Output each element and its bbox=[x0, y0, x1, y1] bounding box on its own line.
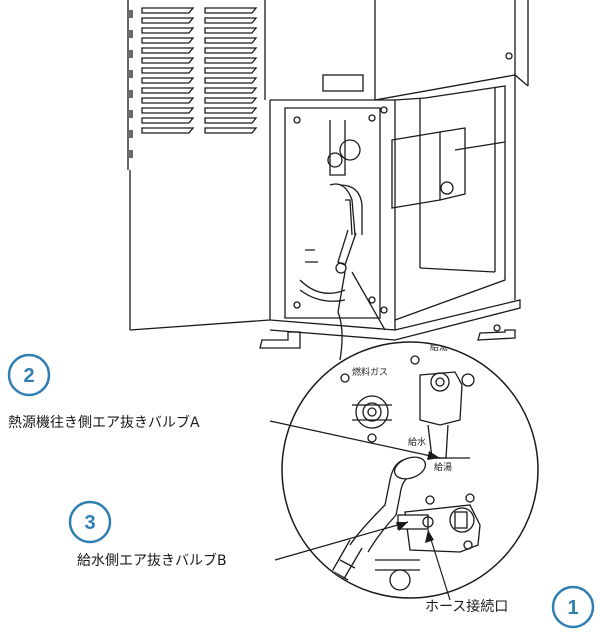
leader-valve-b bbox=[274, 521, 409, 561]
badge-2-number: 2 bbox=[23, 365, 34, 387]
louver-panel bbox=[127, 0, 266, 170]
arrow-hose-port bbox=[425, 530, 434, 543]
louver-slat bbox=[204, 57, 258, 64]
leader-valve-a bbox=[269, 420, 441, 459]
louver-slat bbox=[141, 37, 195, 44]
louver-slat bbox=[204, 47, 258, 54]
badge-1-number: 1 bbox=[567, 597, 578, 619]
louver-slat bbox=[141, 87, 195, 94]
label-valve-b: 給水側エア抜きバルブB bbox=[77, 552, 227, 569]
louver-slat bbox=[141, 27, 195, 34]
cabinet-body bbox=[129, 0, 529, 349]
upper-piping bbox=[299, 120, 363, 302]
magnified-view: 燃料ガス 給湯 給水 給湯 bbox=[281, 341, 539, 599]
louver-slat bbox=[141, 17, 195, 24]
leader-hose-port bbox=[427, 529, 451, 601]
louver-slat bbox=[141, 77, 195, 84]
marking-water-top: 給湯 bbox=[430, 341, 448, 353]
louver-slat bbox=[204, 7, 258, 14]
louver-slat bbox=[204, 107, 258, 114]
badge-3-number: 3 bbox=[84, 512, 95, 534]
label-hose-port: ホース接続口 bbox=[425, 598, 508, 615]
louver-slat bbox=[204, 27, 258, 34]
louver-slat bbox=[141, 127, 195, 134]
louver-slat bbox=[204, 117, 258, 124]
louver-slat bbox=[204, 97, 258, 104]
marking-water-lower: 給湯 bbox=[434, 461, 452, 473]
louver-slat bbox=[204, 77, 258, 84]
louver-slat bbox=[141, 107, 195, 114]
louver-slat bbox=[204, 87, 258, 94]
louver-slat bbox=[204, 67, 258, 74]
louver-slat bbox=[141, 47, 195, 54]
arrow-valve-a bbox=[427, 451, 440, 460]
leader-lines bbox=[269, 420, 451, 601]
badge-3: 3 bbox=[68, 500, 112, 544]
louver-slat bbox=[141, 67, 195, 74]
label-valve-a: 熱源機往き側エア抜きバルブA bbox=[8, 414, 200, 431]
zoom-connector bbox=[337, 271, 386, 361]
louver-slat bbox=[204, 127, 258, 134]
badge-2: 2 bbox=[7, 353, 51, 397]
marking-supply: 給水 bbox=[408, 436, 426, 448]
louver-slat bbox=[204, 17, 258, 24]
louver-slat bbox=[204, 37, 258, 44]
badge-1: 1 bbox=[551, 585, 595, 629]
marking-fuel-gas: 燃料ガス bbox=[352, 366, 388, 378]
louver-slat bbox=[141, 7, 195, 14]
louver-slat bbox=[141, 97, 195, 104]
arrow-valve-b bbox=[396, 522, 408, 531]
louver-slat bbox=[141, 57, 195, 64]
louver-slat bbox=[141, 117, 195, 124]
